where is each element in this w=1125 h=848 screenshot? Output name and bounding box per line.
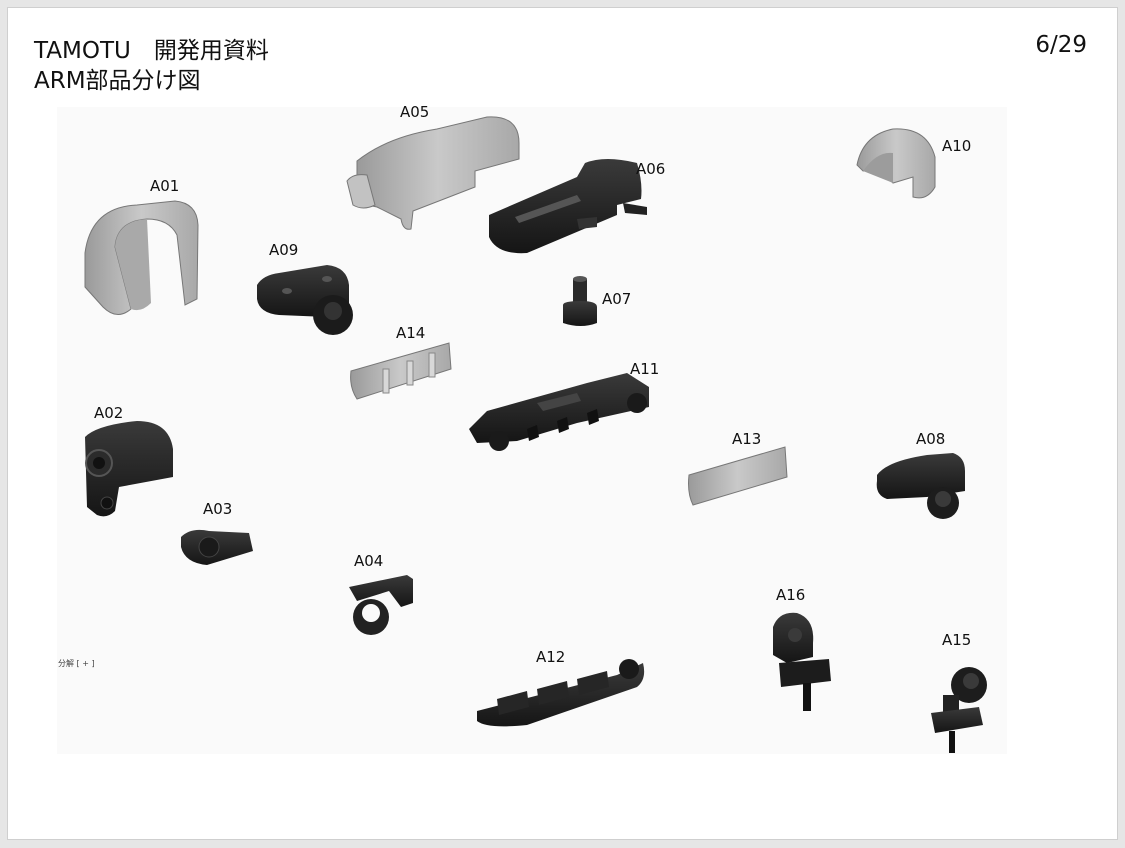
corner-note: 分解 [ + ] xyxy=(58,659,95,668)
part-a08[interactable] xyxy=(876,453,965,519)
part-a15[interactable] xyxy=(931,667,987,753)
parts-drawing xyxy=(84,116,987,753)
part-a11[interactable] xyxy=(469,373,649,451)
label-a04: A04 xyxy=(354,552,384,570)
part-a04[interactable] xyxy=(349,575,413,635)
part-a09[interactable] xyxy=(257,265,353,335)
label-a07: A07 xyxy=(602,290,632,308)
label-a09: A09 xyxy=(269,241,299,259)
title-line-2: ARM部品分け図 xyxy=(34,68,201,94)
part-a14[interactable] xyxy=(350,342,452,400)
title-line-1: TAMOTU 開発用資料 xyxy=(34,38,269,64)
label-a06: A06 xyxy=(636,160,666,178)
label-a03: A03 xyxy=(203,500,233,518)
label-a08: A08 xyxy=(916,430,946,448)
slide-title: TAMOTU 開発用資料 ARM部品分け図 xyxy=(34,36,269,96)
part-a16[interactable] xyxy=(773,612,831,711)
part-a06[interactable] xyxy=(489,159,647,254)
label-a16: A16 xyxy=(776,586,806,604)
part-a01[interactable] xyxy=(84,200,199,315)
part-a10[interactable] xyxy=(856,128,936,199)
parts-diagram: A01 A02 A03 A04 A05 A06 A07 A08 A09 A10 … xyxy=(57,103,1007,754)
part-a02[interactable] xyxy=(85,421,173,517)
label-a12: A12 xyxy=(536,648,566,666)
label-a13: A13 xyxy=(732,430,762,448)
label-a01: A01 xyxy=(150,177,180,195)
part-a05[interactable] xyxy=(346,116,520,230)
page-number: 6/29 xyxy=(1035,32,1087,58)
label-a11: A11 xyxy=(630,360,660,378)
part-a12[interactable] xyxy=(477,659,645,727)
part-a03[interactable] xyxy=(181,529,253,565)
slide: TAMOTU 開発用資料 ARM部品分け図 6/29 xyxy=(7,7,1118,840)
label-a14: A14 xyxy=(396,324,426,342)
label-a02: A02 xyxy=(94,404,124,422)
part-a13[interactable] xyxy=(688,446,788,506)
label-a05: A05 xyxy=(400,103,430,121)
part-a07[interactable] xyxy=(563,276,597,326)
label-a15: A15 xyxy=(942,631,972,649)
label-a10: A10 xyxy=(942,137,972,155)
